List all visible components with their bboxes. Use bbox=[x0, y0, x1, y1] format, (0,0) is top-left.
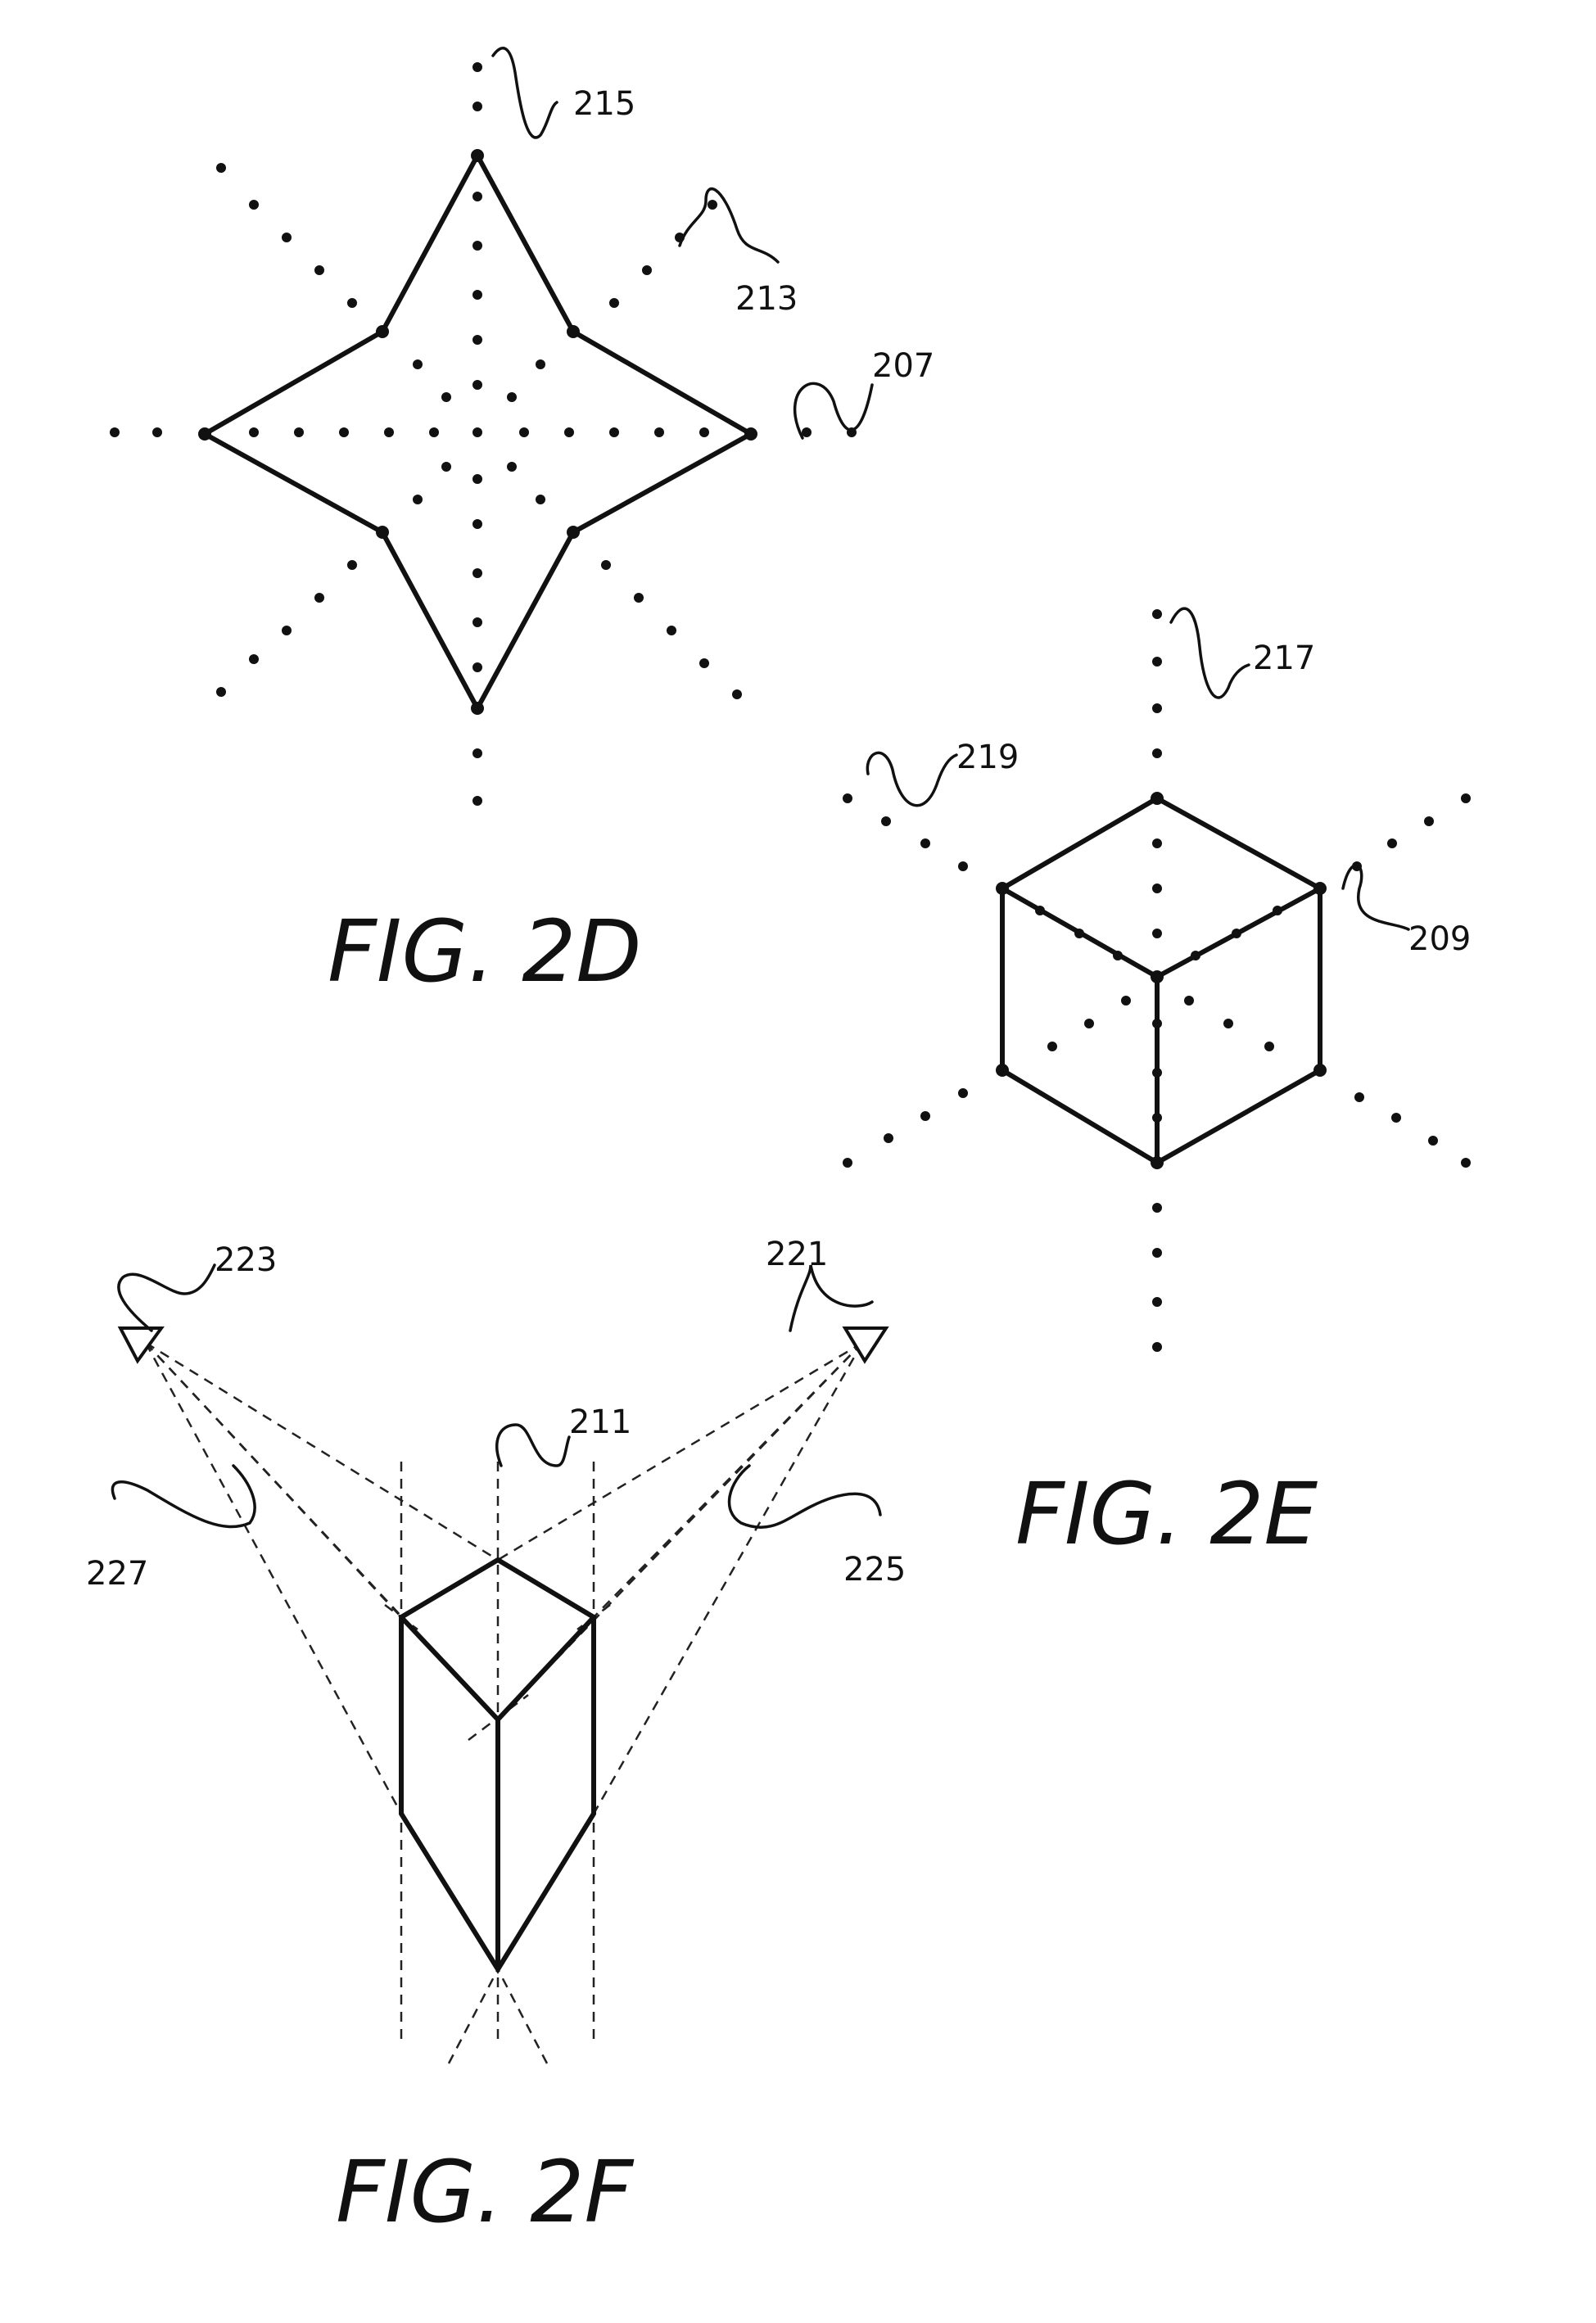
leader-211 bbox=[495, 1423, 571, 1467]
ref-211: 211 bbox=[569, 1403, 631, 1441]
ref-217: 217 bbox=[1253, 640, 1315, 677]
ref-213: 213 bbox=[735, 280, 798, 318]
leader-219 bbox=[866, 751, 958, 807]
leader-207 bbox=[793, 382, 874, 440]
ref-207: 207 bbox=[872, 347, 934, 385]
leader-213 bbox=[678, 187, 780, 264]
figure-2d: 215 213 207 FIG. 2D bbox=[110, 47, 934, 1001]
viewpoint-left-icon bbox=[117, 1326, 165, 1364]
leader-215 bbox=[491, 47, 558, 139]
leader-209 bbox=[1341, 863, 1410, 931]
ref-223: 223 bbox=[215, 1241, 277, 1279]
ref-209: 209 bbox=[1408, 920, 1471, 958]
star-dotted-lines bbox=[110, 62, 857, 806]
viewpoint-right-icon bbox=[842, 1326, 889, 1364]
figure-2e: 217 219 209 FIG. 2E bbox=[843, 607, 1471, 1564]
leader-223 bbox=[117, 1263, 216, 1332]
caption-fig-2e: FIG. 2E bbox=[1015, 1464, 1318, 1564]
ref-225: 225 bbox=[843, 1551, 906, 1589]
ref-219: 219 bbox=[956, 739, 1019, 776]
leader-221 bbox=[789, 1264, 874, 1332]
leader-227 bbox=[111, 1464, 256, 1529]
figure-2f: 223 221 211 227 225 FIG. 2F bbox=[86, 1236, 906, 2242]
ref-215: 215 bbox=[573, 85, 635, 123]
caption-fig-2f: FIG. 2F bbox=[336, 2142, 635, 2242]
ref-227: 227 bbox=[86, 1555, 148, 1593]
cube-dotted-lines bbox=[843, 609, 1471, 1352]
leader-217 bbox=[1169, 607, 1250, 699]
leader-225 bbox=[727, 1464, 882, 1529]
caption-fig-2d: FIG. 2D bbox=[328, 902, 641, 1001]
ref-221: 221 bbox=[766, 1236, 828, 1273]
